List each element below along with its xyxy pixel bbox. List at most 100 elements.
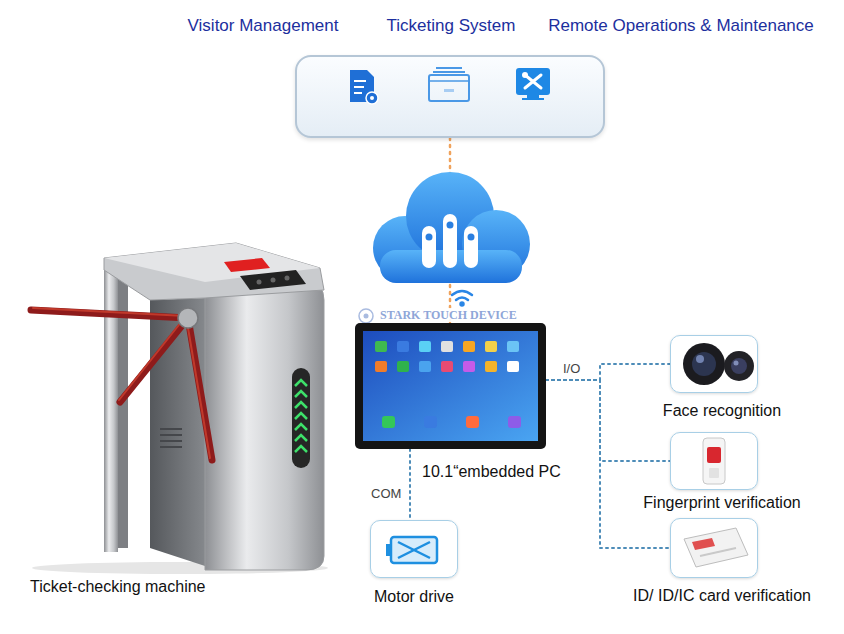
signal-label: I/O <box>563 361 580 377</box>
wrench-symbol <box>525 75 541 88</box>
arrow-chevron <box>295 391 307 397</box>
tools-stand <box>527 95 539 98</box>
top-surface <box>104 243 320 282</box>
dock-icon <box>508 416 521 428</box>
arm-highlight <box>119 316 186 400</box>
app-icon <box>485 341 497 352</box>
tools-icon <box>516 68 550 100</box>
dotted-connector <box>409 449 411 520</box>
cabinet-inner-side <box>150 298 205 566</box>
turnstile-arm <box>188 318 212 460</box>
server-dot <box>426 234 433 241</box>
arrow-chevron <box>295 446 307 452</box>
arm-highlight <box>33 308 186 316</box>
node-label: Motor drive <box>374 587 454 606</box>
fingerprint-reader <box>703 438 725 484</box>
window-slot <box>444 89 454 92</box>
panel-button <box>257 280 262 285</box>
wifi-arc <box>456 298 468 301</box>
server-column <box>464 226 478 268</box>
vent-slot <box>160 434 182 436</box>
device-box: ID/ ID/IC card verification <box>670 518 758 578</box>
arrow-chevron <box>295 413 307 419</box>
motor-symbol <box>386 537 437 563</box>
dotted-connector <box>546 380 670 461</box>
signal-label: COM <box>371 486 401 502</box>
camera-lens <box>724 351 754 381</box>
reader-pad <box>709 468 719 478</box>
app-icon <box>375 361 387 372</box>
watermark: STARK TOUCH DEVICE <box>378 308 519 322</box>
camera-glass <box>692 352 716 376</box>
document-line <box>354 92 362 94</box>
app-icon <box>419 341 431 352</box>
wrench-head <box>522 72 528 78</box>
arrow-chevron <box>295 435 307 441</box>
card-reader-slot <box>700 548 736 556</box>
window-stack-line <box>433 71 465 73</box>
app-icon <box>485 361 497 372</box>
screwdriver-symbol <box>525 75 541 88</box>
dotted-connector <box>546 380 670 548</box>
document-line <box>354 80 366 82</box>
panel-button <box>285 276 290 281</box>
arm-hub <box>178 308 198 328</box>
node-label: Remote Operations & Maintenance <box>548 16 814 36</box>
tablet-screen <box>363 331 538 441</box>
server-column <box>443 214 457 268</box>
reader-window <box>707 447 721 463</box>
gear-hub <box>370 96 374 100</box>
app-icon <box>441 361 453 372</box>
reader-body <box>703 438 725 484</box>
arrow-panel <box>292 368 310 468</box>
control-panel <box>240 270 306 290</box>
vent-slot <box>160 446 182 448</box>
dock-icon <box>466 416 479 428</box>
app-icon <box>441 341 453 352</box>
turnstile-machine: Ticket-checking machine <box>28 240 326 574</box>
app-icon <box>419 361 431 372</box>
system-panel: Visitor ManagementTicketing SystemRemote… <box>295 55 605 138</box>
node-label: Visitor Management <box>188 16 339 36</box>
logo-ring <box>359 309 373 323</box>
tablet-bezel <box>355 323 546 449</box>
cloud-symbol <box>373 172 530 283</box>
server-dot <box>468 234 475 241</box>
logo-dot <box>364 314 369 319</box>
embedded-pc: 10.1“embedded PC <box>355 323 546 449</box>
arrow-chevron <box>295 424 307 430</box>
cabinet-front <box>205 282 324 570</box>
app-icon <box>397 361 409 372</box>
wifi-symbol <box>452 291 472 306</box>
turnstile-arm <box>120 318 188 402</box>
arrow-chevron <box>295 380 307 386</box>
arrow-chevron <box>295 402 307 408</box>
card-reader <box>684 528 748 567</box>
dock-icon <box>382 416 395 428</box>
document-line <box>354 86 364 88</box>
wifi-arc <box>452 291 472 295</box>
device-box: Fingerprint verification <box>670 432 758 490</box>
gear-symbol <box>366 92 378 104</box>
app-icon <box>507 341 519 352</box>
back-post <box>104 262 118 552</box>
window-stack-line <box>436 67 462 69</box>
motor-cross <box>398 542 430 558</box>
tripod-arms <box>31 308 212 460</box>
camera-glint <box>734 361 739 366</box>
window-icon <box>429 68 469 101</box>
app-icon <box>375 341 387 352</box>
node-label: ID/ ID/IC card verification <box>633 586 811 605</box>
window-bar <box>429 80 469 82</box>
vent-slot <box>160 440 182 442</box>
tools-base <box>522 98 544 100</box>
node-label: Ticket-checking machine <box>30 577 205 596</box>
dock-icon <box>424 416 437 428</box>
document-icon <box>350 70 378 104</box>
wifi-dot <box>461 303 464 306</box>
app-icon <box>397 341 409 352</box>
camera-symbol <box>683 343 754 385</box>
card-reader-logo <box>692 538 715 550</box>
vent-slot <box>160 428 182 430</box>
card-reader-body <box>684 528 748 567</box>
